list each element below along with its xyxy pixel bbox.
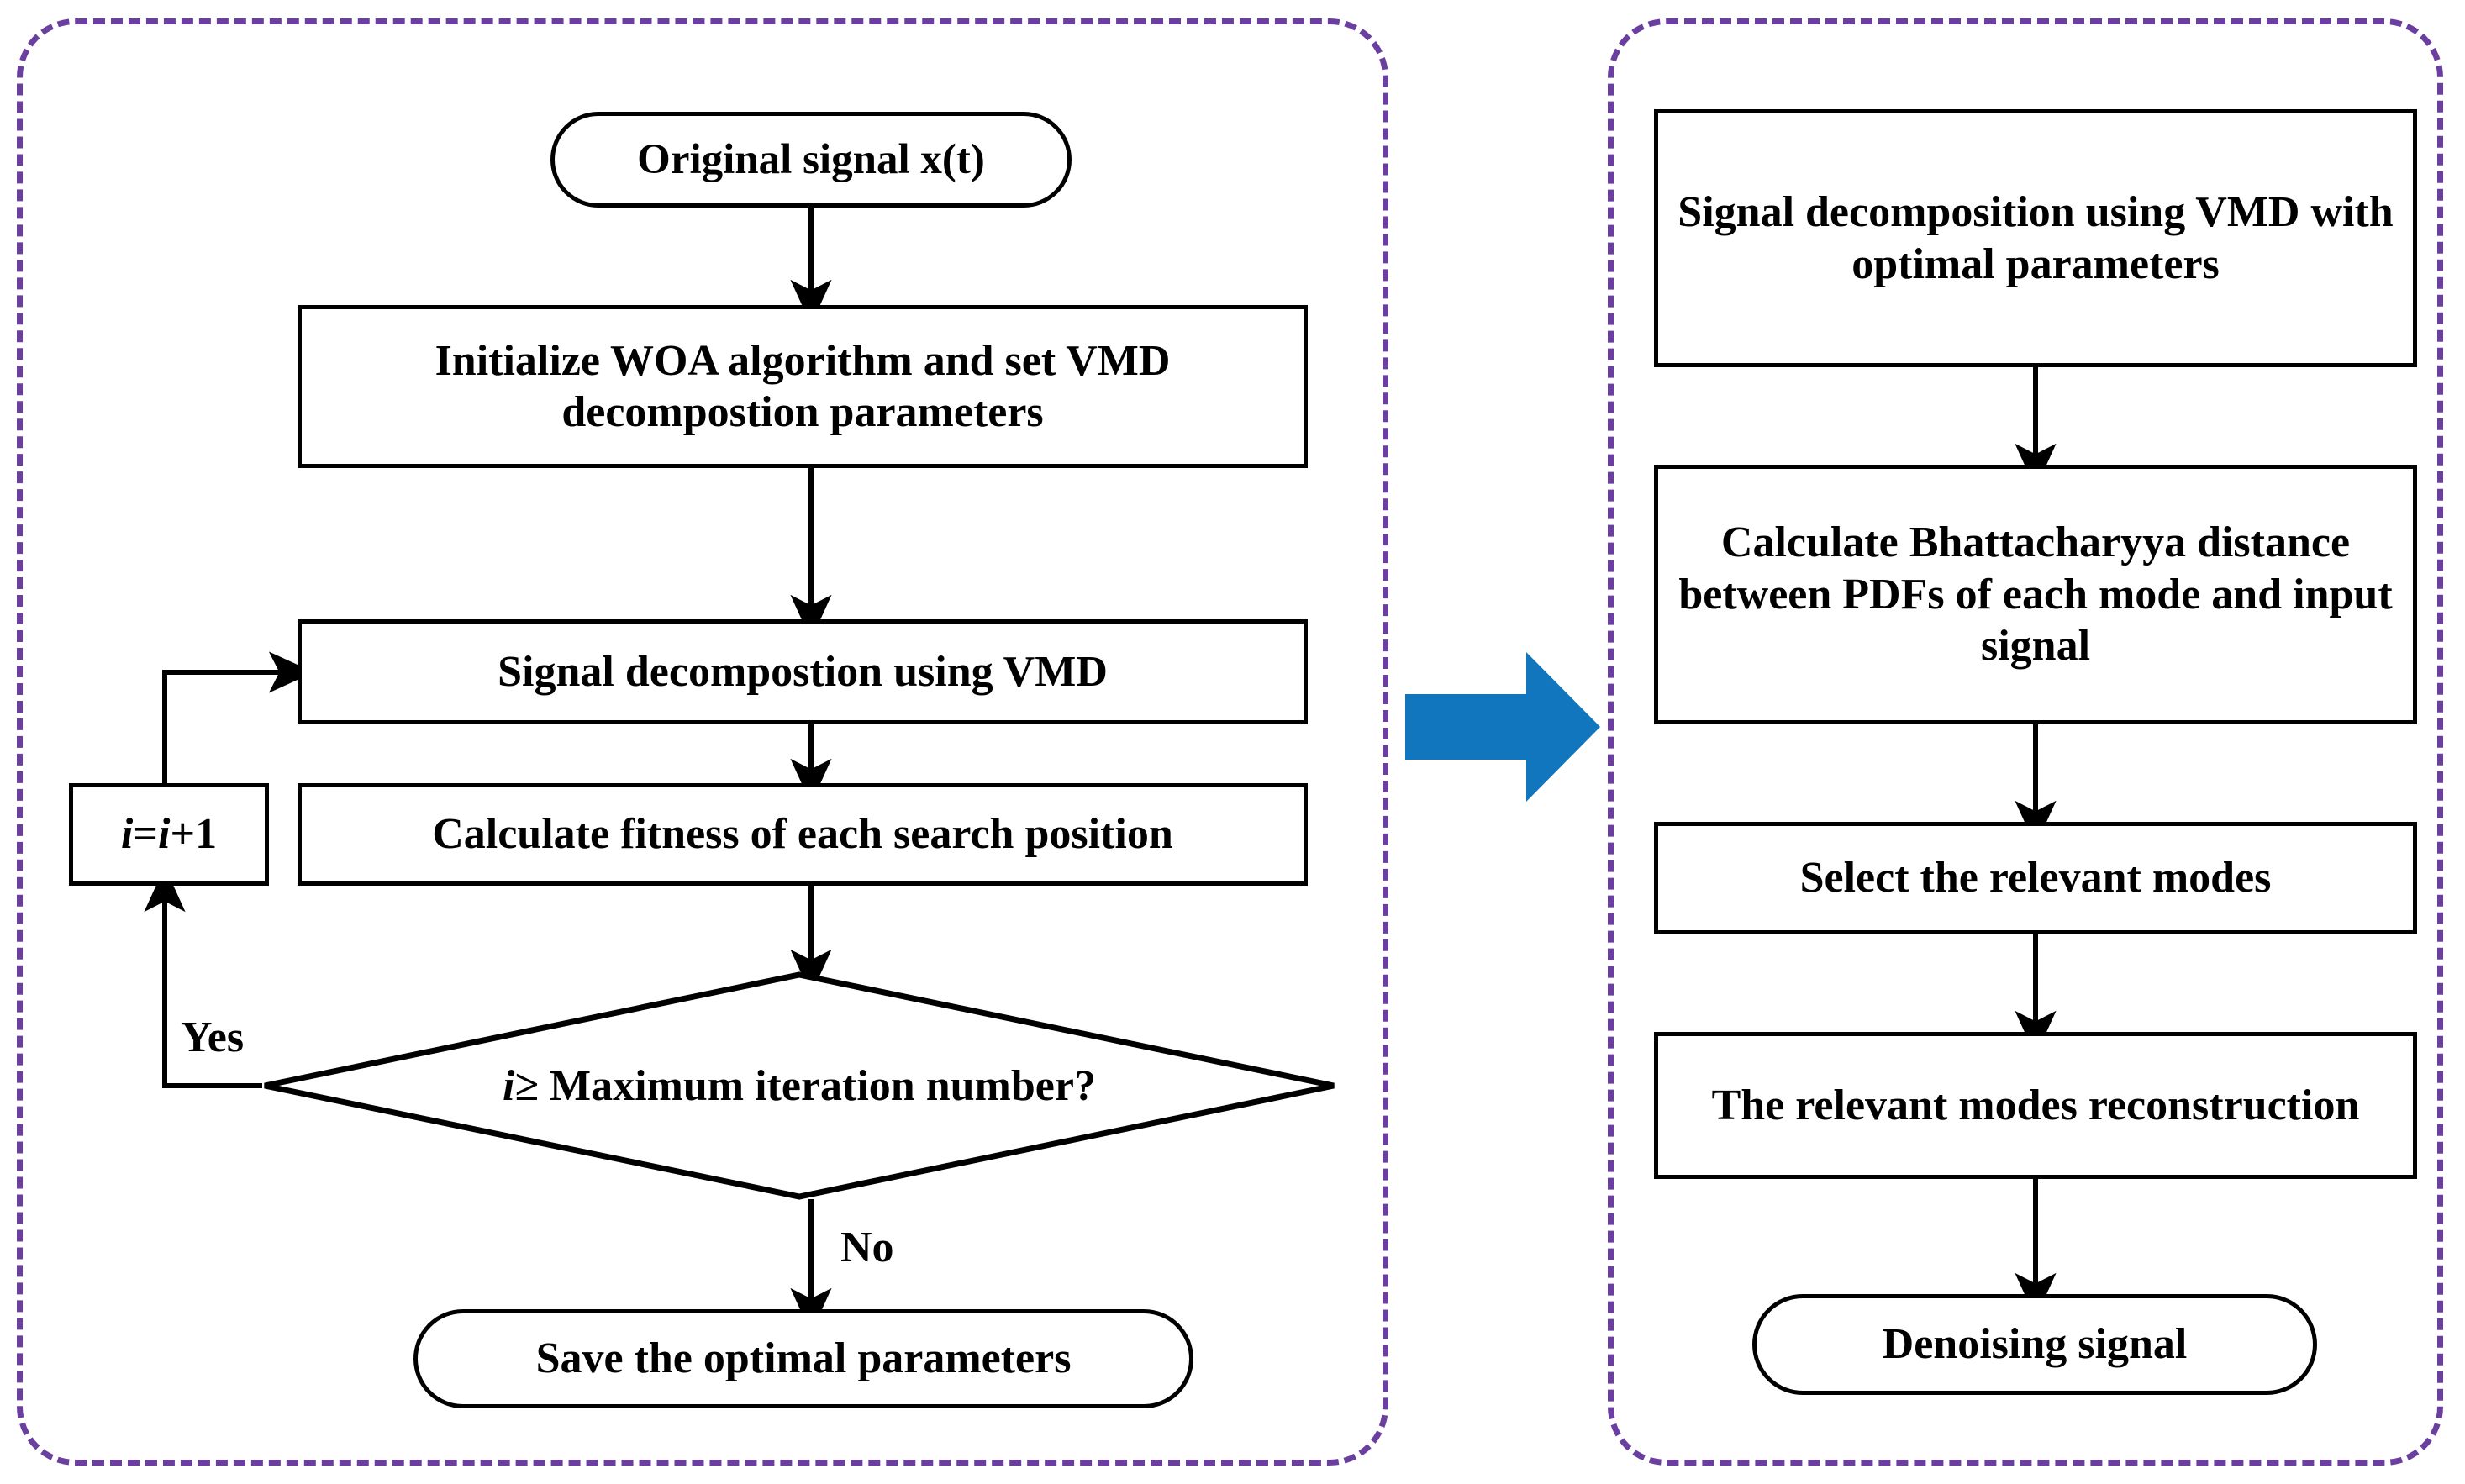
node-initialize-woa[interactable]: Initialize WOA algorithm and set VMD dec… — [298, 305, 1308, 468]
node-decision-max-iteration[interactable]: i≥ Maximum iteration number? — [261, 971, 1338, 1201]
node-decision-max-iteration-label: i≥ Maximum iteration number? — [503, 1061, 1096, 1111]
node-original-signal[interactable]: Original signal x(t) — [550, 112, 1072, 208]
node-bhattacharyya-distance-label: Calculate Bhattacharyya distance between… — [1678, 518, 2393, 671]
edge-label-no: No — [840, 1224, 894, 1271]
node-decompose-with-optimal-params[interactable]: Signal decomposition using VMD with opti… — [1654, 109, 2417, 367]
diamond-shape — [261, 971, 1338, 1201]
node-calculate-fitness-label: Calculate fitness of each search positio… — [432, 810, 1173, 859]
node-save-optimal-parameters-label: Save the optimal parameters — [535, 1334, 1072, 1383]
stage-transition-arrow — [1402, 647, 1604, 807]
right-stage-panel — [1608, 18, 2443, 1466]
node-modes-reconstruction[interactable]: The relevant modes reconstruction — [1654, 1032, 2417, 1179]
edge-label-yes: Yes — [181, 1013, 245, 1061]
node-original-signal-label: Original signal x(t) — [637, 135, 985, 183]
node-modes-reconstruction-label: The relevant modes reconstruction — [1711, 1081, 2360, 1129]
left-stage-panel — [17, 18, 1388, 1466]
node-bhattacharyya-distance[interactable]: Calculate Bhattacharyya distance between… — [1654, 465, 2417, 724]
node-select-relevant-modes[interactable]: Select the relevant modes — [1654, 822, 2417, 934]
node-calculate-fitness[interactable]: Calculate fitness of each search positio… — [298, 783, 1308, 886]
node-signal-decomposition-vmd-label: Signal decompostion using VMD — [498, 647, 1108, 696]
node-signal-decomposition-vmd[interactable]: Signal decompostion using VMD — [298, 619, 1308, 724]
node-iteration-counter[interactable]: i=i+1 — [69, 783, 269, 886]
decision-condition-text: ≥ Maximum iteration number? — [514, 1061, 1096, 1110]
decision-variable: i — [503, 1061, 515, 1110]
node-denoising-signal[interactable]: Denoising signal — [1752, 1294, 2317, 1395]
node-save-optimal-parameters[interactable]: Save the optimal parameters — [413, 1309, 1193, 1408]
node-iteration-counter-label: i=i+1 — [120, 810, 218, 859]
node-initialize-woa-label: Initialize WOA algorithm and set VMD dec… — [435, 336, 1171, 436]
node-select-relevant-modes-label: Select the relevant modes — [1799, 854, 2272, 903]
node-denoising-signal-label: Denoising signal — [1882, 1320, 2188, 1369]
node-decompose-with-optimal-params-label: Signal decomposition using VMD with opti… — [1678, 188, 2394, 288]
right-arrow-icon — [1405, 652, 1600, 802]
